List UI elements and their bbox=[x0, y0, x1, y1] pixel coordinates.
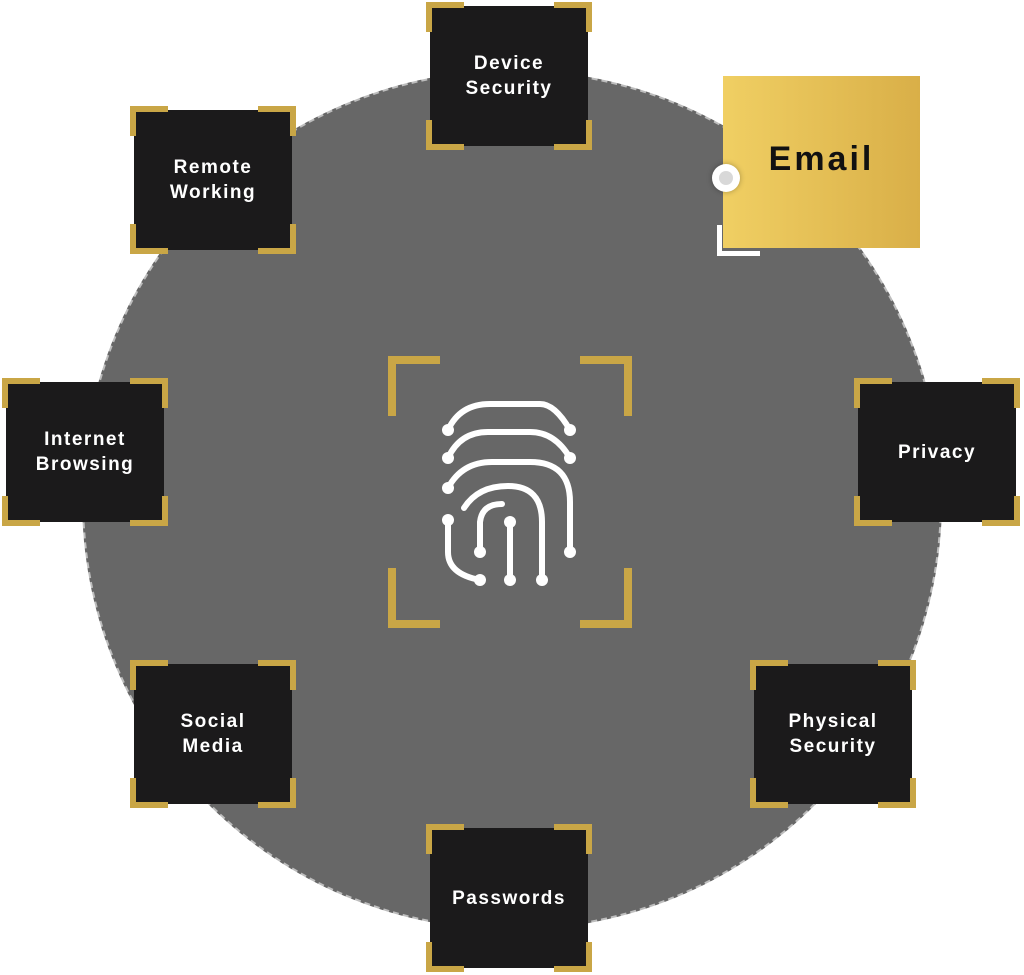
topic-internet-browsing[interactable]: Internet Browsing bbox=[2, 378, 168, 526]
topic-device-security[interactable]: Device Security bbox=[426, 2, 592, 150]
fingerprint-icon bbox=[442, 401, 576, 586]
topic-label: Remote Working bbox=[169, 157, 257, 203]
topic-label: Social Media bbox=[180, 711, 246, 757]
selection-dot-icon bbox=[712, 164, 740, 192]
center-frame bbox=[388, 356, 632, 628]
topic-passwords[interactable]: Passwords bbox=[426, 824, 592, 972]
topic-email-selected[interactable]: Email bbox=[717, 76, 920, 256]
topic-privacy[interactable]: Privacy bbox=[854, 378, 1020, 526]
topic-physical-security[interactable]: Physical Security bbox=[750, 660, 916, 808]
topic-label: Physical Security bbox=[788, 711, 878, 757]
topic-remote-working[interactable]: Remote Working bbox=[130, 106, 296, 254]
topic-label: Device Security bbox=[465, 53, 553, 99]
topic-label: Email bbox=[768, 139, 875, 178]
topic-label: Internet Browsing bbox=[35, 429, 135, 475]
selection-corner bbox=[717, 225, 760, 256]
topic-label: Passwords bbox=[452, 887, 566, 909]
topic-label: Privacy bbox=[897, 441, 977, 463]
topic-social-media[interactable]: Social Media bbox=[130, 660, 296, 808]
